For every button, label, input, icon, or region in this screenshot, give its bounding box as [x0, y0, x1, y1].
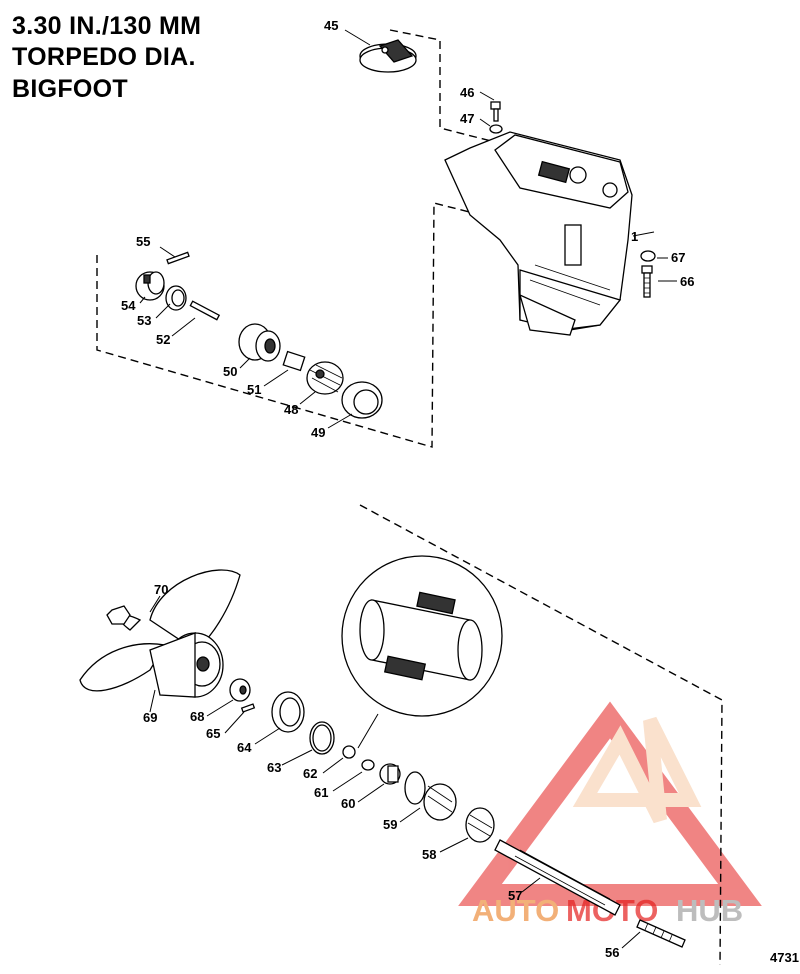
bearing-part-60: [379, 763, 401, 785]
callout-69: 69: [143, 710, 157, 725]
screw-part-46: [490, 101, 501, 122]
callout-65: 65: [206, 726, 220, 741]
callout-47: 47: [460, 111, 474, 126]
bushing-part-54: [135, 271, 165, 301]
spacer-part-51: [282, 350, 306, 372]
callout-49: 49: [311, 425, 325, 440]
retainer-part-64: [271, 691, 305, 733]
callout-60: 60: [341, 796, 355, 811]
callout-55: 55: [136, 234, 150, 249]
watermark-triangle: [458, 701, 762, 906]
callout-45: 45: [324, 18, 338, 33]
bearing-part-49: [341, 381, 383, 419]
callout-59: 59: [383, 817, 397, 832]
nut-part-70: [106, 605, 131, 625]
washer-part-47: [489, 124, 503, 134]
leader-lines: [139, 29, 677, 949]
callout-52: 52: [156, 332, 170, 347]
watermark-logo: [458, 701, 762, 906]
callout-1: 1: [631, 229, 638, 244]
callout-61: 61: [314, 785, 328, 800]
callout-56: 56: [605, 945, 619, 960]
callout-58: 58: [422, 847, 436, 862]
callout-66: 66: [680, 274, 694, 289]
callout-51: 51: [247, 382, 261, 397]
callout-48: 48: [284, 402, 298, 417]
figure-number: 4731: [770, 950, 799, 965]
title-line-1: 3.30 IN./130 MM: [12, 12, 202, 40]
carrier-part-59: [404, 771, 457, 821]
dashed-outline-pinion-group: [96, 202, 541, 448]
gear-housing: [444, 131, 633, 336]
washer-part-61: [361, 759, 375, 771]
watermark-text-hub: HUB: [676, 893, 743, 928]
callout-57: 57: [508, 888, 522, 903]
propshaft-part-57: [494, 839, 621, 916]
screw-part-66: [641, 265, 653, 298]
ring-part-53: [165, 285, 187, 311]
title-line-3: BIGFOOT: [12, 75, 128, 103]
callout-63: 63: [267, 760, 281, 775]
washer-part-67: [640, 250, 656, 262]
callout-54: 54: [121, 298, 136, 313]
magnified-detail-circle: [341, 555, 503, 717]
watermark-text-auto: AUTO: [472, 893, 559, 928]
screw-part-65: [240, 703, 256, 713]
dashed-outline-propshaft-group: [359, 504, 723, 966]
o-ring-part-63: [309, 721, 335, 755]
callout-70: 70: [154, 582, 168, 597]
shaft-part-56: [636, 919, 686, 948]
watermark-m-shape: [572, 716, 702, 824]
callout-50: 50: [223, 364, 237, 379]
propeller-part-69: [79, 569, 241, 698]
pinion-gear-part-48: [306, 361, 344, 395]
callout-64: 64: [237, 740, 252, 755]
pin-part-55: [166, 251, 190, 265]
anode-part-45: [359, 39, 417, 73]
pin-part-52: [189, 300, 221, 321]
callout-53: 53: [137, 313, 151, 328]
gear-part-58: [465, 807, 495, 843]
washer-part-62: [342, 745, 356, 759]
callout-46: 46: [460, 85, 474, 100]
dashed-line-anode: [389, 29, 496, 143]
callout-68: 68: [190, 709, 204, 724]
title-line-2: TORPEDO DIA.: [12, 43, 196, 71]
callout-62: 62: [303, 766, 317, 781]
callout-67: 67: [671, 250, 685, 265]
thrust-hub-part-68: [229, 678, 251, 702]
bearing-part-50: [238, 323, 281, 362]
